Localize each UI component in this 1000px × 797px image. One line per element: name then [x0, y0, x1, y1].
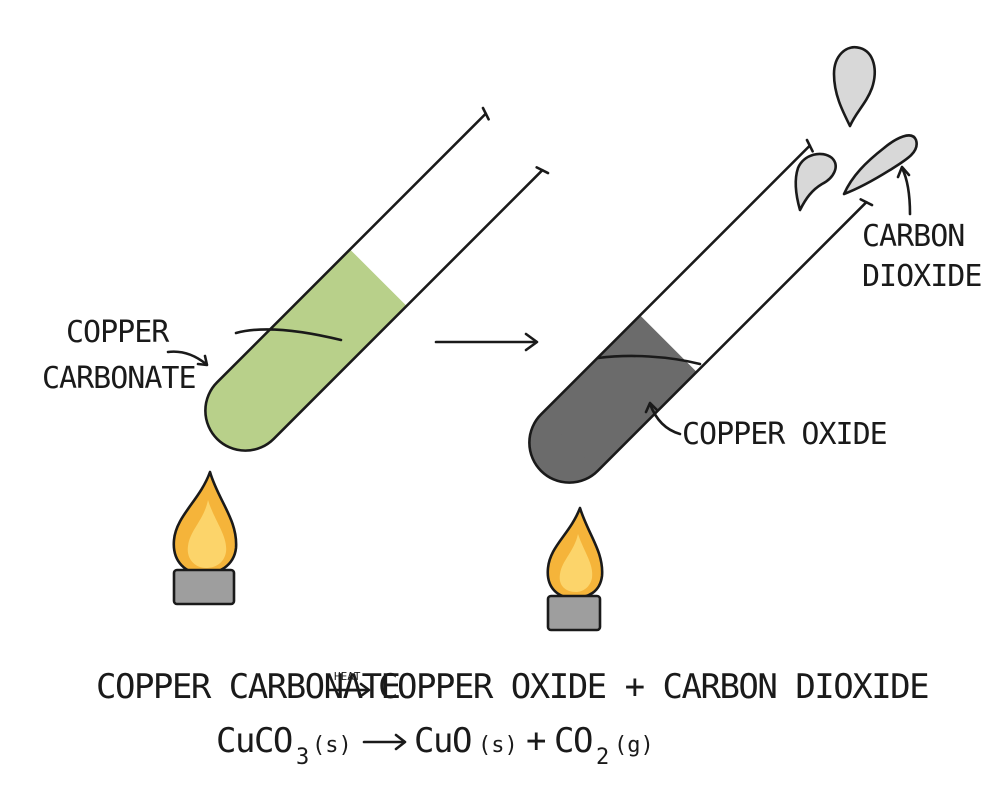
- carbon-dioxide-pointer: [900, 166, 912, 216]
- copper-oxide-label: COPPER OXIDE: [682, 417, 887, 452]
- copper-carbonate-label-2: CARBONATE: [42, 361, 196, 396]
- copper-carbonate-pointer: [166, 350, 208, 366]
- word-equation: COPPER CARBONATE HEAT COPPER OXIDE + CAR…: [96, 667, 930, 707]
- formula-co2: CO: [554, 721, 592, 761]
- state-cuco3: (s): [312, 733, 352, 758]
- word-equation-products: COPPER OXIDE + CARBON DIOXIDE: [378, 667, 928, 707]
- burner-icon: [546, 594, 602, 632]
- word-equation-reactant: COPPER CARBONATE: [96, 667, 400, 707]
- gas-puff-icon: [794, 152, 837, 212]
- copper-oxide-fill: [539, 316, 696, 473]
- copper-carbonate-surface: [234, 328, 343, 342]
- copper-carbonate-fill: [215, 250, 406, 441]
- formula-cuo: CuO: [414, 721, 471, 761]
- arrow-icon: [434, 332, 539, 352]
- copper-oxide-pointer: [648, 402, 682, 436]
- burner-icon: [172, 568, 236, 606]
- formula-cuco3: CuCO: [216, 721, 292, 761]
- carbon-dioxide-gas: [794, 45, 918, 212]
- gas-puff-icon: [832, 45, 876, 128]
- copper-oxide-bottom: [529, 414, 598, 483]
- copper-oxide-surface: [596, 354, 702, 366]
- carbon-dioxide-label-1: CARBON: [862, 219, 964, 254]
- test-tube-icon: [528, 138, 874, 484]
- test-tube-icon: [204, 106, 550, 452]
- heat-label: HEAT: [334, 670, 361, 683]
- bunsen-burner-right: [546, 506, 604, 632]
- state-cuo: (s): [478, 733, 518, 758]
- state-co2: (g): [614, 733, 654, 758]
- plus-sign: +: [526, 721, 546, 761]
- copper-carbonate-label-1: COPPER: [66, 315, 170, 350]
- symbol-equation: CuCO 3 (s) CuO (s) + CO 2 (g): [216, 721, 654, 770]
- gas-puff-icon: [842, 134, 918, 196]
- carbon-dioxide-label-2: DIOXIDE: [862, 259, 981, 294]
- test-tube-left: [204, 106, 550, 452]
- copper-carbonate-bottom: [205, 382, 274, 451]
- bunsen-burner-left: [172, 470, 238, 606]
- formula-co2-subscript: 2: [596, 745, 609, 770]
- test-tube-right: [528, 138, 874, 484]
- formula-cuco3-subscript: 3: [296, 745, 309, 770]
